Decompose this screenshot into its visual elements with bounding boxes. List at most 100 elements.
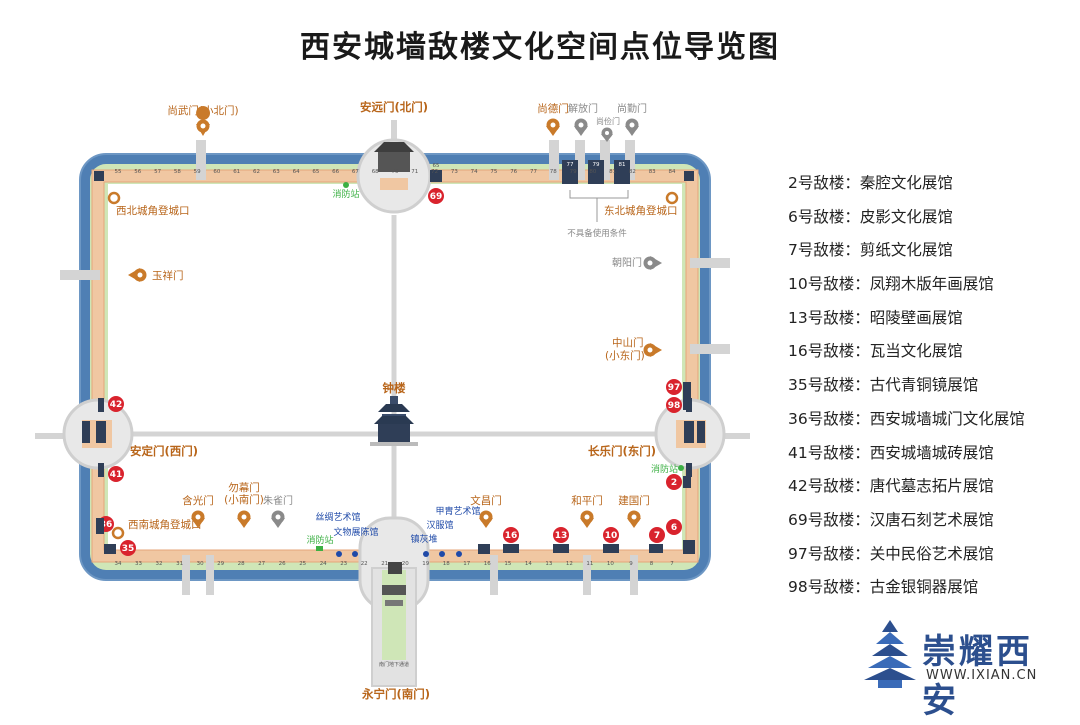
wenchang-gate[interactable]: 文昌门 [470, 494, 502, 528]
heping-gate-label: 和平门 [571, 494, 603, 507]
tower-badge-16[interactable]: 16 [503, 527, 519, 543]
tower-number: 32 [156, 561, 163, 567]
legend-item: 36号敌楼：西安城墙城门文化展馆 [788, 409, 1025, 428]
tower-number: 66 [332, 169, 339, 175]
qinmu-gate[interactable]: 勿幕门 (小南门) [224, 481, 264, 528]
svg-text:42: 42 [110, 400, 123, 410]
sw-corner-label: 西南城角登城口 [128, 518, 202, 531]
nw-corner-entrance[interactable]: 西北城角登城口 [107, 191, 190, 217]
tower-number: 61 [233, 169, 240, 175]
tower-badge-35[interactable]: 35 [120, 540, 136, 556]
sw-corner-entrance[interactable]: 西南城角登城口 [111, 518, 202, 540]
south-gate-label[interactable]: 永宁门(南门) [361, 687, 430, 701]
zhongshan-gate[interactable]: 中山门 (小东门) [605, 336, 662, 362]
site-logo[interactable]: 崇耀西安 WWW.IXIAN.CN [860, 618, 1060, 721]
venue-relics-label[interactable]: 文物展陈馆 [333, 526, 378, 538]
fire-station-icon [343, 182, 349, 188]
tower-badge-97[interactable]: 97 [666, 379, 682, 395]
tower-number: 34 [115, 561, 122, 567]
svg-text:35: 35 [122, 544, 135, 554]
venue-weapon-label[interactable]: 镇灰堆 [410, 533, 437, 545]
tower-number: 55 [115, 169, 122, 175]
zhuque-gate-label: 朱雀门 [263, 494, 293, 507]
tower-number: 60 [213, 169, 220, 175]
orange-ring-icon [665, 191, 679, 205]
tower-number: 67 [352, 169, 359, 175]
tower-badge-98[interactable]: 98 [666, 397, 682, 413]
logo-url[interactable]: WWW.IXIAN.CN [926, 668, 1038, 683]
tower-number: 73 [451, 169, 458, 175]
fire-station-icon [678, 465, 684, 471]
tower-number: 75 [490, 169, 497, 175]
ne-corner-entrance[interactable]: 东北城角登城口 [604, 191, 679, 217]
shangjian-gate[interactable]: 尚俭门 [596, 116, 620, 142]
tower-number: 70 [392, 169, 399, 175]
qinmu-gate-label-2: (小南门) [224, 493, 264, 506]
tower-number: 56 [134, 169, 141, 175]
wenchang-gate-label: 文昌门 [470, 494, 502, 507]
bell-tower[interactable] [370, 396, 418, 446]
tower-badge-10[interactable]: 10 [603, 527, 619, 543]
venue-jiazhou-label[interactable]: 甲胄艺术馆 [435, 505, 480, 517]
tower-number: 17 [463, 561, 470, 567]
tower-badge-42[interactable]: 42 [108, 396, 124, 412]
venue-hanfu-label[interactable]: 汉服馆 [426, 519, 453, 531]
tower-badge-7[interactable]: 7 [649, 527, 665, 543]
shangjian-gate-label: 尚俭门 [596, 116, 620, 126]
tower-badge-2[interactable]: 2 [666, 474, 682, 490]
jiefang-gate[interactable]: 解放门 [568, 102, 598, 136]
legend-item: 35号敌楼：古代青铜镜展馆 [788, 376, 979, 395]
tower-number: 25 [299, 561, 306, 567]
orange-ring-icon [107, 191, 121, 205]
legend-item: 10号敌楼：凤翔木版年画展馆 [788, 275, 994, 294]
tower-badge-13[interactable]: 13 [553, 527, 569, 543]
venue-silk-label[interactable]: 丝绸艺术馆 [315, 511, 360, 523]
east-gate-label[interactable]: 长乐门(东门) [588, 444, 656, 458]
jiefang-gate-label: 解放门 [568, 102, 598, 115]
tower-number: 30 [197, 561, 204, 567]
svg-text:97: 97 [668, 383, 681, 393]
nw-corner-label: 西北城角登城口 [116, 204, 190, 217]
city-wall-map[interactable]: 南门地下通道 钟楼 安远门(北门) 永宁门(南门) 安定门(西门) 长乐门(东门… [0, 0, 760, 725]
west-gate-label[interactable]: 安定门(西门) [130, 444, 198, 458]
tower-number: 22 [361, 561, 368, 567]
north-gate-label[interactable]: 安远门(北门) [360, 100, 428, 114]
tower-badge-41[interactable]: 41 [108, 466, 124, 482]
legend-item: 16号敌楼：瓦当文化展馆 [788, 342, 963, 361]
legend-item: 98号敌楼：古金银铜器展馆 [788, 578, 979, 597]
tower-number: 62 [253, 169, 260, 175]
shangwu-gate[interactable]: 尚武门(小北门) [167, 104, 239, 136]
venue-dots [336, 551, 462, 557]
tower-number: 74 [471, 169, 478, 175]
shangqin-gate-label: 尚勤门 [617, 102, 647, 115]
tower-number: 76 [510, 169, 517, 175]
svg-text:13: 13 [555, 531, 568, 541]
qinmu-gate-label-1: 勿幕门 [228, 481, 260, 494]
tower-number: 33 [135, 561, 142, 567]
chaoyang-gate[interactable]: 朝阳门 [612, 256, 662, 270]
zhuque-gate[interactable]: 朱雀门 [263, 494, 293, 528]
tower-number: 12 [566, 561, 573, 567]
tower-number: 65 [312, 169, 319, 175]
legend-item: 13号敌楼：昭陵壁画展馆 [788, 308, 963, 327]
jianguo-gate[interactable]: 建国门 [618, 494, 650, 528]
svg-text:2: 2 [671, 478, 677, 488]
shangde-gate[interactable]: 尚德门 [537, 102, 569, 136]
tower-number: 18 [443, 561, 450, 567]
tower-number: 31 [176, 561, 183, 567]
yuxiang-gate-label: 玉祥门 [152, 269, 184, 282]
heping-gate[interactable]: 和平门 [571, 494, 603, 528]
ne-corner-label: 东北城角登城口 [604, 204, 678, 217]
tower-badge-6[interactable]: 6 [666, 519, 682, 535]
tower-number: 14 [525, 561, 532, 567]
shangqin-gate[interactable]: 尚勤门 [617, 102, 647, 136]
legend-item: 7号敌楼：剪纸文化展馆 [788, 241, 953, 260]
tower-badge-69[interactable]: 69 [428, 188, 444, 204]
yuxiang-gate[interactable]: 玉祥门 [128, 268, 184, 282]
fire-station-east-label: 消防站 [651, 463, 678, 475]
jianguo-gate-label: 建国门 [618, 494, 650, 507]
hanguang-gate[interactable]: 含光门 [182, 494, 214, 528]
tower-number: 11 [586, 561, 593, 567]
tower-number: 68 [372, 169, 379, 175]
